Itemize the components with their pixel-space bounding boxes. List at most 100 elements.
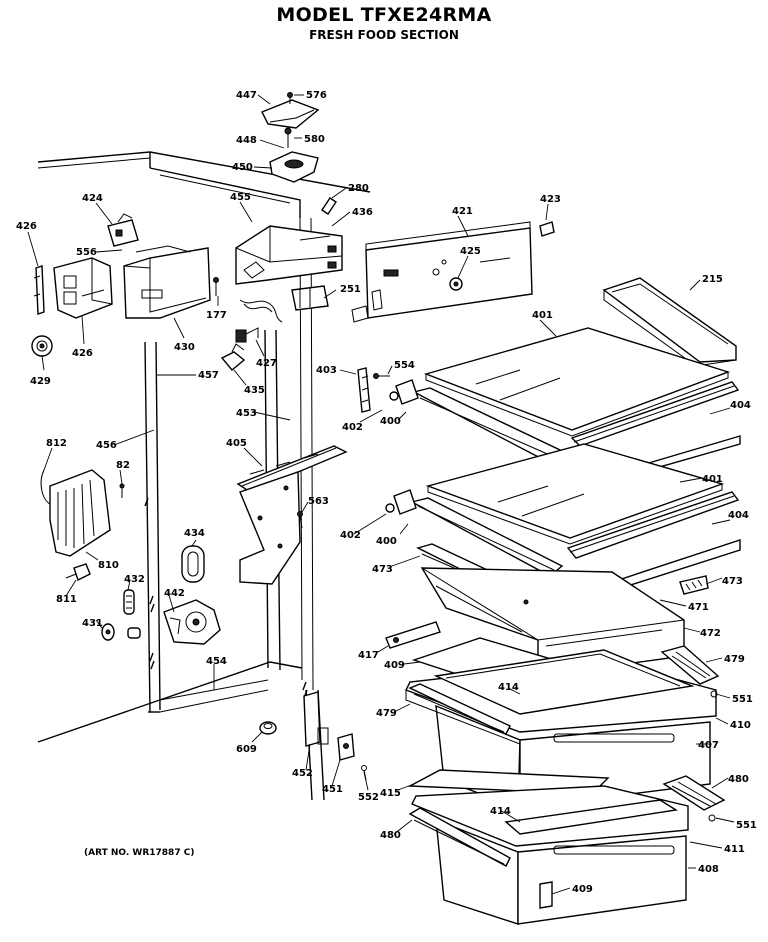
callout-408: 408 bbox=[698, 864, 719, 875]
callout-434: 434 bbox=[184, 528, 205, 539]
callout-812: 812 bbox=[46, 438, 67, 449]
glass-shelf-401-upper bbox=[423, 327, 731, 437]
screw-551-lower bbox=[708, 814, 716, 822]
side-rail-480-right bbox=[662, 775, 726, 811]
heater-812 bbox=[40, 469, 111, 557]
callout-415: 415 bbox=[380, 788, 401, 799]
callout-442: 442 bbox=[164, 588, 185, 599]
glass-shelf-401-lower bbox=[425, 443, 725, 545]
screw-580 bbox=[284, 127, 292, 148]
callout-427: 427 bbox=[256, 358, 277, 369]
knob-811 bbox=[65, 563, 91, 581]
callout-551-upper: 551 bbox=[732, 694, 753, 705]
callout-452: 452 bbox=[292, 768, 313, 779]
callout-580: 580 bbox=[304, 134, 325, 145]
fan-motor-424 bbox=[107, 213, 139, 247]
callout-471: 471 bbox=[688, 602, 709, 613]
callout-450: 450 bbox=[232, 162, 253, 173]
crisper-cover-414-upper bbox=[433, 649, 695, 715]
callout-447: 447 bbox=[236, 90, 257, 101]
callout-409-lower: 409 bbox=[572, 884, 593, 895]
page-subtitle: FRESH FOOD SECTION bbox=[309, 28, 459, 42]
cap-609 bbox=[259, 721, 277, 735]
crisper-drawer-471-472 bbox=[420, 567, 685, 677]
screw-563 bbox=[297, 511, 303, 529]
light-lens-434 bbox=[181, 545, 205, 583]
callout-480-left: 480 bbox=[380, 830, 401, 841]
callout-479-right: 479 bbox=[724, 654, 745, 665]
callout-400-lower: 400 bbox=[376, 536, 397, 547]
callout-251: 251 bbox=[340, 284, 361, 295]
callout-403: 403 bbox=[316, 365, 337, 376]
callout-177: 177 bbox=[206, 310, 227, 321]
callout-451: 451 bbox=[322, 784, 343, 795]
callout-405: 405 bbox=[226, 438, 247, 449]
callout-424: 424 bbox=[82, 193, 103, 204]
callout-409-upper: 409 bbox=[384, 660, 405, 671]
callout-456: 456 bbox=[96, 440, 117, 451]
callout-404-lower: 404 bbox=[728, 510, 749, 521]
screw-554 bbox=[373, 373, 390, 379]
rail-417 bbox=[385, 621, 441, 649]
light-socket-450 bbox=[269, 151, 319, 183]
callout-425: 425 bbox=[460, 246, 481, 257]
callout-402-lower: 402 bbox=[340, 530, 361, 541]
callout-410: 410 bbox=[730, 720, 751, 731]
control-housing-436 bbox=[235, 225, 343, 285]
switch-435 bbox=[220, 343, 246, 371]
callout-457: 457 bbox=[198, 370, 219, 381]
callout-280: 280 bbox=[348, 183, 369, 194]
callout-407: 407 bbox=[698, 740, 719, 751]
callout-429: 429 bbox=[30, 376, 51, 387]
housing-430 bbox=[123, 245, 211, 319]
callout-552: 552 bbox=[358, 792, 379, 803]
callout-417: 417 bbox=[358, 650, 379, 661]
callout-402-upper: 402 bbox=[342, 422, 363, 433]
callout-426-b: 426 bbox=[72, 348, 93, 359]
callout-401-lower: 401 bbox=[702, 474, 723, 485]
art-number: (ART NO. WR17887 C) bbox=[84, 848, 195, 858]
callout-448: 448 bbox=[236, 135, 257, 146]
crisper-cover-414-lower bbox=[504, 799, 678, 835]
side-rail-479-left bbox=[408, 683, 511, 735]
callout-609: 609 bbox=[236, 744, 257, 755]
light-shield-447 bbox=[261, 92, 320, 129]
callout-215: 215 bbox=[702, 274, 723, 285]
callout-473-right: 473 bbox=[722, 576, 743, 587]
control-panel-421 bbox=[351, 221, 533, 323]
callout-401-upper: 401 bbox=[532, 310, 553, 321]
shelf-support-403 bbox=[357, 367, 371, 413]
callout-404-upper: 404 bbox=[730, 400, 751, 411]
shelf-frame-400-lower bbox=[410, 491, 740, 577]
callout-82: 82 bbox=[116, 460, 130, 471]
callout-551-lower: 551 bbox=[736, 820, 757, 831]
callout-472: 472 bbox=[700, 628, 721, 639]
page-title: MODEL TFXE24RMA bbox=[276, 4, 492, 26]
cap-433 bbox=[127, 627, 141, 639]
callout-414-lower: 414 bbox=[490, 806, 511, 817]
bracket-452 bbox=[303, 691, 329, 747]
callout-455: 455 bbox=[230, 192, 251, 203]
callout-436: 436 bbox=[352, 207, 373, 218]
hinge-451 bbox=[337, 733, 355, 761]
callout-453: 453 bbox=[236, 408, 257, 419]
callout-411: 411 bbox=[724, 844, 745, 855]
wire-harness-427 bbox=[235, 299, 283, 343]
callout-431: 431 bbox=[82, 618, 103, 629]
callout-563: 563 bbox=[308, 496, 329, 507]
knob-425 bbox=[449, 277, 463, 291]
shelf-hinge-402-lower bbox=[385, 489, 417, 515]
callout-473-left: 473 bbox=[372, 564, 393, 575]
leader-lines bbox=[27, 94, 735, 895]
bulb-280 bbox=[321, 197, 337, 215]
socket-431 bbox=[101, 623, 115, 641]
fan-bracket-426-b bbox=[53, 257, 113, 319]
callout-labels: 447 576 448 580 450 280 424 455 436 421 … bbox=[16, 90, 757, 895]
callout-421: 421 bbox=[452, 206, 473, 217]
callout-414-upper: 414 bbox=[498, 682, 519, 693]
callout-454: 454 bbox=[206, 656, 227, 667]
damper-442 bbox=[163, 599, 221, 645]
shelf-bracket-405 bbox=[236, 445, 348, 585]
side-rail-479-right bbox=[660, 645, 720, 685]
